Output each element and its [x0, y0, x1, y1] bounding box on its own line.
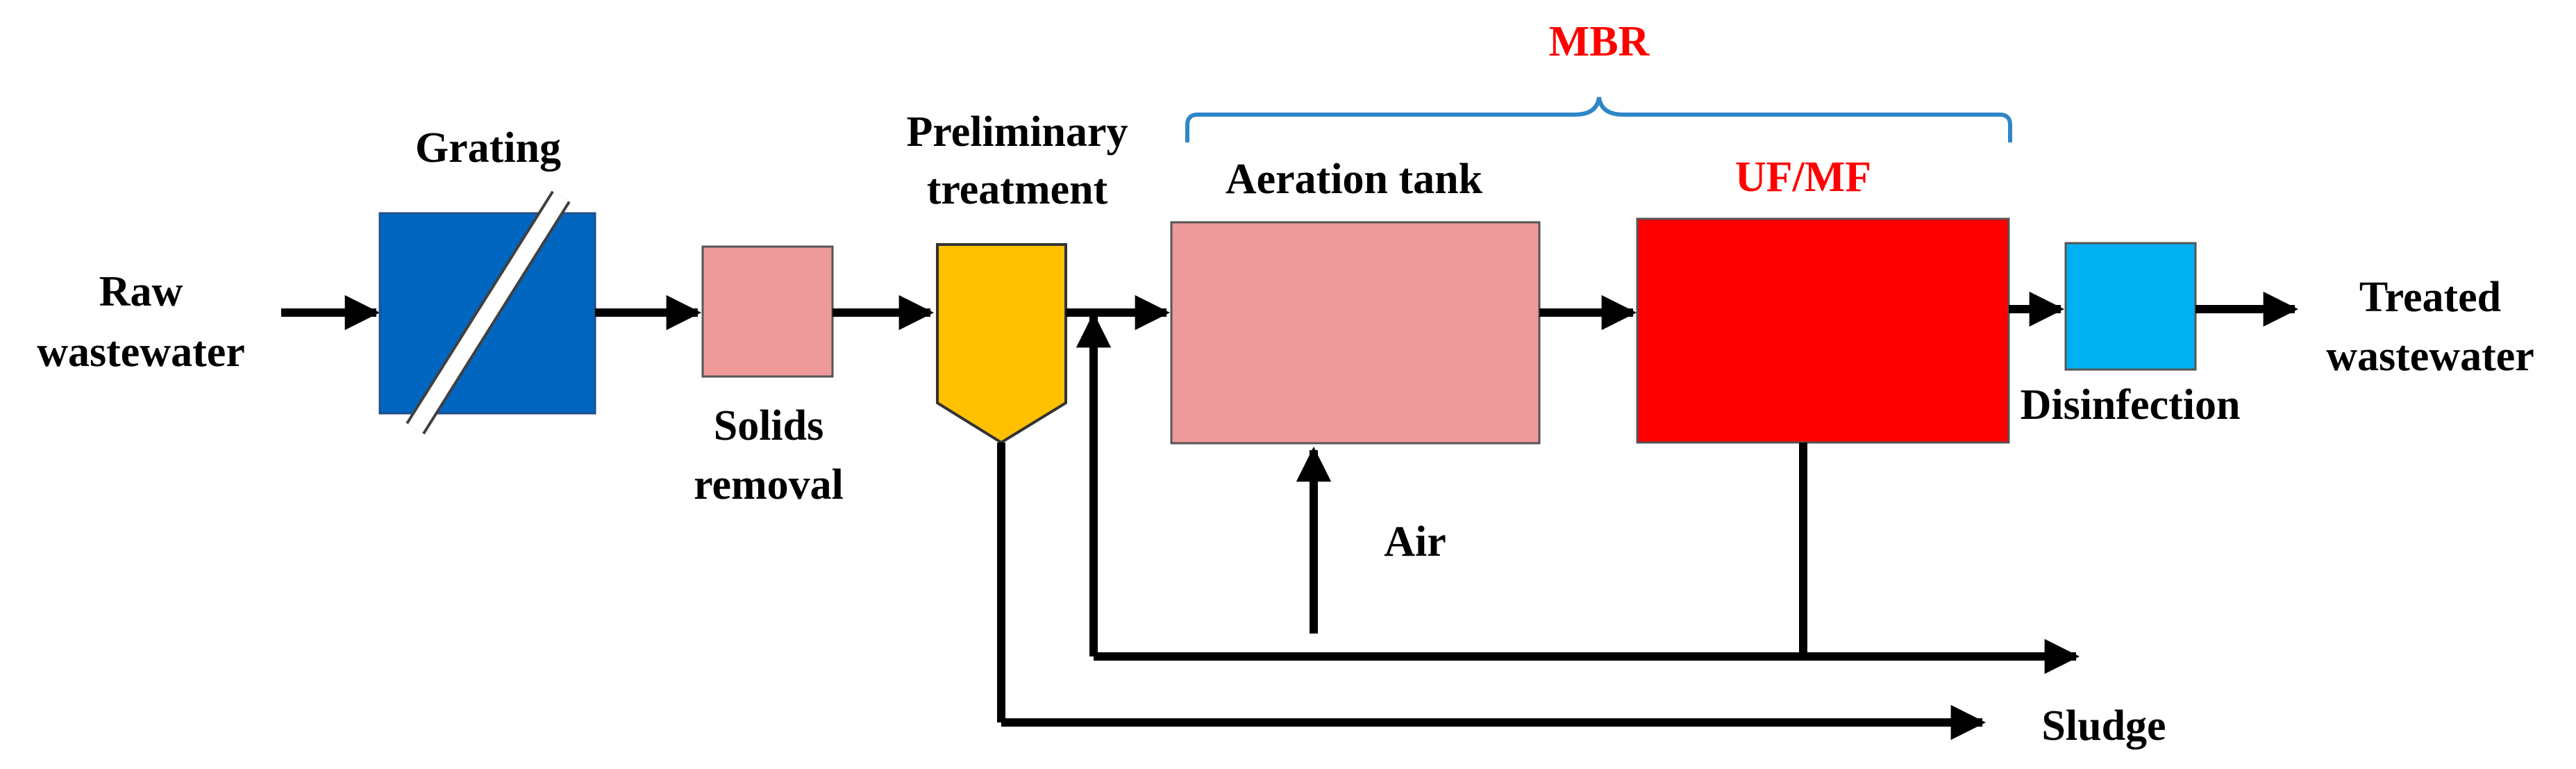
preliminary-treatment-label-2: treatment	[927, 166, 1108, 213]
sludge-label: Sludge	[2041, 702, 2166, 750]
raw-wastewater-label-2: wastewater	[37, 329, 245, 376]
air-label: Air	[1384, 518, 1446, 565]
mbr-brace	[1185, 97, 2012, 142]
raw-wastewater-label-1: Raw	[99, 268, 183, 315]
ufmf-box	[1636, 217, 2010, 444]
preliminary-treatment-tank	[936, 243, 1067, 445]
aeration-tank-box	[1170, 221, 1541, 445]
mbr-label: MBR	[1549, 18, 1650, 65]
grating-bar	[408, 192, 569, 433]
disinfection-label: Disinfection	[2021, 381, 2241, 429]
treated-wastewater-label-2: wastewater	[2326, 333, 2534, 380]
solids-removal-box	[701, 245, 834, 378]
ufmf-label: UF/MF	[1735, 154, 1871, 201]
grating-label: Grating	[415, 124, 561, 172]
treated-wastewater-label-1: Treated	[2359, 274, 2501, 321]
aeration-tank-label: Aeration tank	[1226, 156, 1483, 203]
disinfection-box	[2064, 242, 2197, 371]
solids-removal-label-2: removal	[694, 461, 844, 508]
preliminary-treatment-label-1: Preliminary	[906, 108, 1128, 156]
solids-removal-label-1: Solids	[714, 402, 824, 449]
